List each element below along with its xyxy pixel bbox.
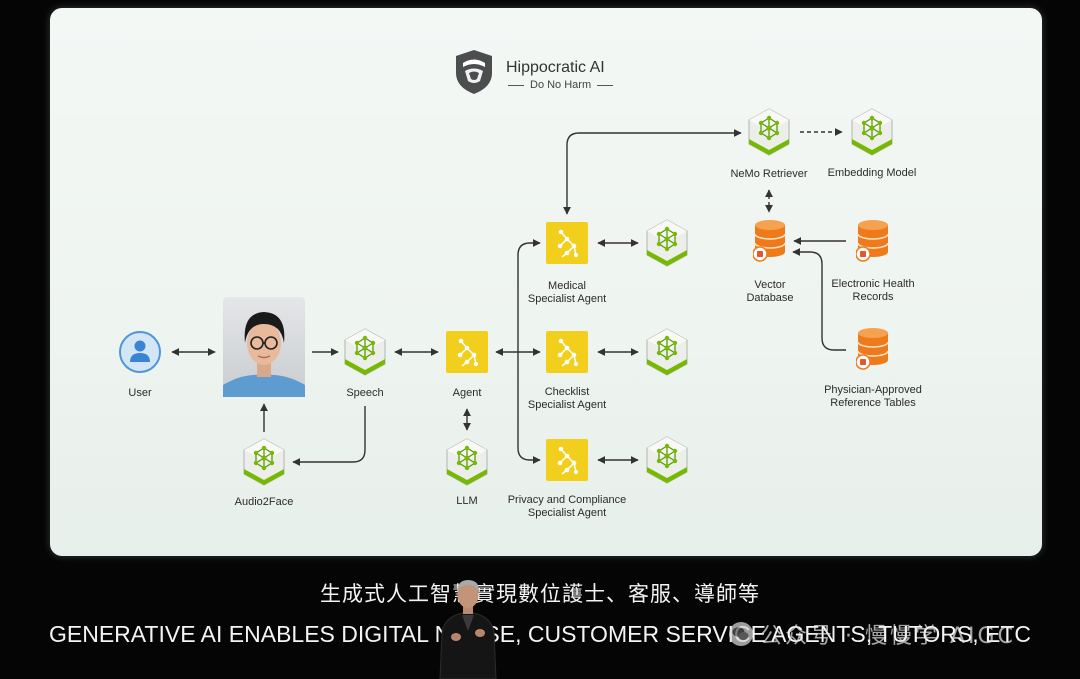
speech-nim-cube-icon [343, 328, 387, 376]
caption-english: GENERATIVE AI ENABLES DIGITAL NURSE, CUS… [49, 621, 1031, 647]
llm-nim-cube-icon [445, 438, 489, 486]
hippocratic-shield-icon [456, 50, 492, 94]
watermark: 公众号 · 慢慢学 AIGC [728, 619, 1016, 649]
label-audio2face: Audio2Face [234, 496, 294, 508]
label-line: Database [746, 292, 794, 304]
medical-agent-graph-icon [546, 222, 588, 264]
reference-tables-database-icon [856, 326, 890, 370]
label-user: User [128, 387, 152, 399]
label-line: Specialist Agent [527, 507, 607, 519]
label-line: Specialist Agent [527, 399, 607, 411]
privacy-model-nim-cube-icon [645, 436, 689, 484]
label-line: Electronic Health [831, 278, 915, 290]
privacy-agent-graph-icon [546, 439, 588, 481]
speaker-figure [439, 580, 497, 679]
label-medical-specialist-agent: Medical Specialist Agent [528, 280, 606, 306]
watermark-text: 公众号 · 慢慢学 AIGC [760, 624, 1016, 649]
tagline-dash-right [597, 84, 614, 86]
label-embedding-model: Embedding Model [827, 167, 917, 179]
label-reference-tables: Physician-Approved Reference Tables [824, 384, 922, 410]
wechat-icon [729, 622, 753, 646]
label-vector-database: Vector Database [746, 279, 793, 305]
label-line: Vector [754, 279, 786, 291]
agent-graph-icon [446, 331, 488, 373]
label-line: Checklist [544, 386, 590, 398]
label-checklist-specialist-agent: Checklist Specialist Agent [528, 386, 606, 412]
embedding-model-nim-cube-icon [850, 108, 894, 156]
label-llm: LLM [456, 495, 478, 507]
label-line: Privacy and Compliance [507, 494, 627, 506]
logo-name: Hippocratic AI [506, 59, 605, 76]
logo-tagline: Do No Harm [508, 79, 614, 91]
label-speech: Speech [346, 387, 384, 399]
ehr-database-icon [856, 218, 890, 262]
nemo-retriever-nim-cube-icon [747, 108, 791, 156]
label-privacy-compliance-agent: Privacy and Compliance Specialist Agent [508, 494, 627, 520]
vector-database-icon [753, 218, 787, 262]
checklist-agent-graph-icon [546, 331, 588, 373]
user-icon [119, 331, 161, 373]
presentation-slide [50, 8, 1042, 556]
tagline-dash-left [508, 84, 524, 86]
label-line: Medical [548, 280, 586, 292]
label-line: Physician-Approved [824, 384, 922, 396]
label-electronic-health-records: Electronic Health Records [831, 278, 914, 304]
label-line: Specialist Agent [527, 293, 607, 305]
label-line: Records [852, 291, 894, 303]
checklist-model-nim-cube-icon [645, 328, 689, 376]
tagline-text: Do No Harm [530, 79, 592, 91]
audio2face-nim-cube-icon [242, 438, 286, 486]
label-line: Reference Tables [830, 397, 916, 409]
label-nemo-retriever: NeMo Retriever [730, 168, 808, 180]
medical-model-nim-cube-icon [645, 219, 689, 267]
caption-chinese: 生成式人工智慧實現數位護士、客服、導師等 [320, 582, 760, 606]
avatar-photo-icon [223, 297, 305, 397]
label-agent: Agent [452, 387, 482, 399]
